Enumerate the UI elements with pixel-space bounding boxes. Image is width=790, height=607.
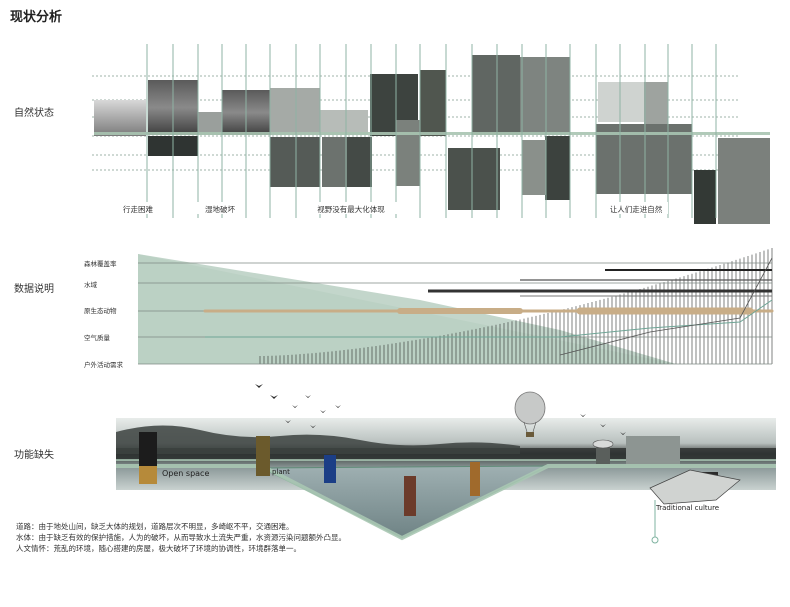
data-description-label: 数据说明 <box>14 284 54 295</box>
note-culture: 人文情怀：荒乱的环境，随心搭建的房屋，极大破坏了环境的协调性，环境群落单一。 <box>16 544 301 553</box>
water-block <box>324 455 336 483</box>
traditional-roof <box>649 469 741 505</box>
caption-walking-difficult: 行走困难 <box>123 204 153 214</box>
tag-open-space: Open space <box>162 469 209 478</box>
tower <box>596 446 610 464</box>
caption-into-nature: 让人们走进自然 <box>610 204 663 214</box>
building <box>626 436 680 464</box>
caption-wetland-damage: 湿地破坏 <box>205 204 235 214</box>
caption-view-not-maximized: 视野没有最大化体现 <box>317 204 385 214</box>
row-forest-coverage: 森林覆盖率 <box>84 259 117 268</box>
tan-block <box>470 462 480 496</box>
function-section: Open space plant Traditional culture <box>116 384 776 544</box>
row-water-area: 水域 <box>84 280 98 289</box>
row-air-quality: 空气质量 <box>84 333 111 342</box>
photo-collage: 行走困难 湿地破坏 视野没有最大化体现 让人们走进自然 <box>92 44 770 224</box>
mid-block <box>404 476 416 516</box>
row-native-animals: 原生态动物 <box>84 306 117 315</box>
tag-traditional-culture: Traditional culture <box>655 504 719 512</box>
tag-plant: plant <box>272 468 290 476</box>
plant-block <box>256 436 270 476</box>
note-road: 道路：由于地处山间，缺乏大体的规划，道路层次不明显，多崎岖不平，交通困难。 <box>16 522 294 531</box>
natural-state-label: 自然状态 <box>14 108 54 119</box>
function-missing-label: 功能缺失 <box>14 450 54 461</box>
page-title: 现状分析 <box>10 10 63 25</box>
notes: 道路：由于地处山间，缺乏大体的规划，道路层次不明显，多崎岖不平，交通困难。 水体… <box>16 521 346 554</box>
note-water: 水体：由于缺乏有效的保护措施，人为的破坏，从而导致水土流失严重，水资源污染问题额… <box>16 533 346 542</box>
ground-line <box>116 464 776 541</box>
hot-air-balloon <box>514 391 546 425</box>
row-outdoor-demand: 户外活动需求 <box>84 360 124 369</box>
collage-verticals <box>146 44 717 218</box>
data-chart: 森林覆盖率 水域 原生态动物 空气质量 户外活动需求 <box>84 248 774 369</box>
birds <box>255 384 626 435</box>
photo-tiles <box>94 55 770 224</box>
air-quality-line <box>205 299 773 338</box>
